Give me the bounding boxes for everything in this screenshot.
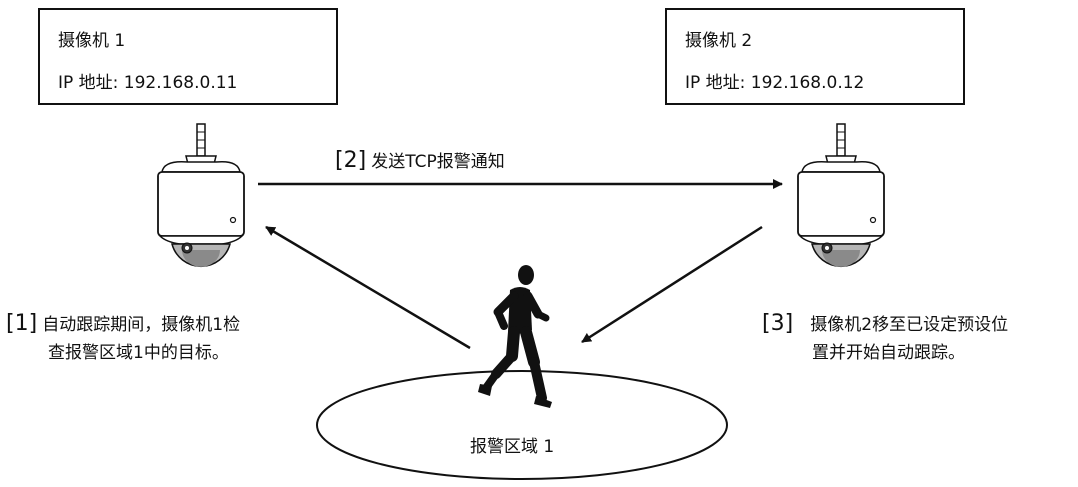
- dome-camera-1-icon: [157, 123, 245, 268]
- camera1-info-box: 摄像机 1 IP 地址: 192.168.0.11: [38, 8, 338, 105]
- camera2-name: 摄像机 2: [685, 31, 753, 51]
- step1-line1: 自动跟踪期间，摄像机1检: [42, 315, 241, 335]
- step3-label: [3] 摄像机2移至已设定预设位 置并开始自动跟踪。: [762, 310, 1008, 367]
- camera1-ip: IP 地址: 192.168.0.11: [58, 73, 238, 93]
- step2-label: [2] 发送TCP报警通知: [335, 147, 505, 173]
- step3-line1: 摄像机2移至已设定预设位: [810, 315, 1009, 335]
- detection-area-label: 报警区域 1: [470, 437, 555, 457]
- detection-area-ellipse: [316, 370, 728, 480]
- camera2-ip: IP 地址: 192.168.0.12: [685, 73, 865, 93]
- step1-label: [1] 自动跟踪期间，摄像机1检 查报警区域1中的目标。: [6, 310, 240, 367]
- camera1-name: 摄像机 1: [58, 31, 126, 51]
- running-person-icon: [478, 265, 552, 408]
- step3-line2: 置并开始自动跟踪。: [812, 343, 965, 363]
- step3-number: [3]: [762, 311, 794, 336]
- camera2-info-box: 摄像机 2 IP 地址: 192.168.0.12: [665, 8, 965, 105]
- step2-number: [2]: [335, 148, 367, 173]
- step1-line2: 查报警区域1中的目标。: [48, 343, 229, 363]
- dome-camera-2-icon: [797, 123, 885, 268]
- move-arrow: [581, 225, 763, 344]
- step1-number: [1]: [6, 311, 38, 336]
- detect-arrow: [265, 225, 471, 350]
- step2-text: 发送TCP报警通知: [371, 152, 505, 172]
